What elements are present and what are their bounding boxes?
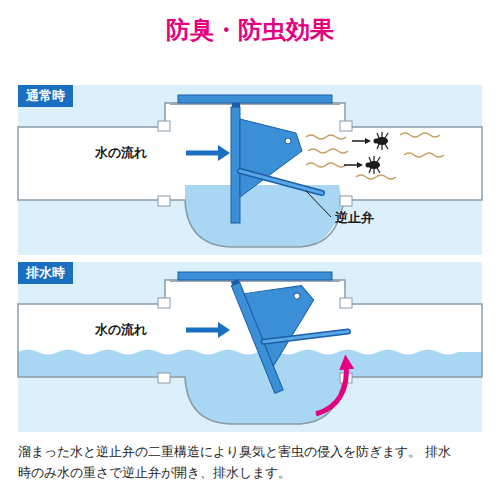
state-panel: 通常時: [18, 85, 482, 255]
trap-draining: [230, 248, 359, 393]
flow-arrow: [186, 328, 222, 333]
bug: [374, 139, 379, 144]
trap-normal: [18, 103, 482, 247]
bug: [366, 163, 371, 168]
bug: [377, 132, 388, 150]
flow-arrow: [218, 145, 230, 161]
bug-arrow: [344, 164, 360, 166]
odor-waves: [356, 175, 396, 179]
part-label: 逆止弁: [335, 210, 374, 226]
caption: 溜まった水と逆止弁の二重構造により臭気と害虫の侵入を防ぎます。 排水時のみ水の重…: [18, 441, 455, 483]
odor-waves: [308, 149, 348, 153]
bug: [366, 156, 381, 174]
odor-waves: [400, 133, 440, 137]
odor-waves: [404, 153, 444, 157]
flow-arrow: [218, 322, 230, 338]
water: [18, 350, 482, 425]
leader-line: [306, 191, 331, 217]
flow-label: 水の流れ: [95, 145, 147, 161]
drain-arrow: [316, 362, 346, 414]
bug-arrow: [352, 140, 368, 142]
panel-heading: 排水時: [18, 262, 73, 284]
panel-background: [18, 85, 482, 255]
odor-waves: [306, 163, 346, 167]
bug: [369, 156, 380, 174]
title: 防臭・防虫効果: [0, 14, 500, 46]
odor-waves: [306, 135, 346, 139]
panel-background: [18, 262, 482, 432]
trap-draining: [18, 248, 482, 424]
bug: [374, 132, 389, 150]
trap-normal: [18, 95, 482, 247]
state-panel: 排水時: [18, 262, 482, 432]
flow-label: 水の流れ: [95, 322, 147, 338]
odor-waves: [306, 133, 444, 179]
trap-normal: [18, 95, 482, 247]
panel-heading: 通常時: [18, 85, 73, 107]
flow-arrow: [186, 151, 222, 156]
trap-draining: [230, 248, 359, 393]
